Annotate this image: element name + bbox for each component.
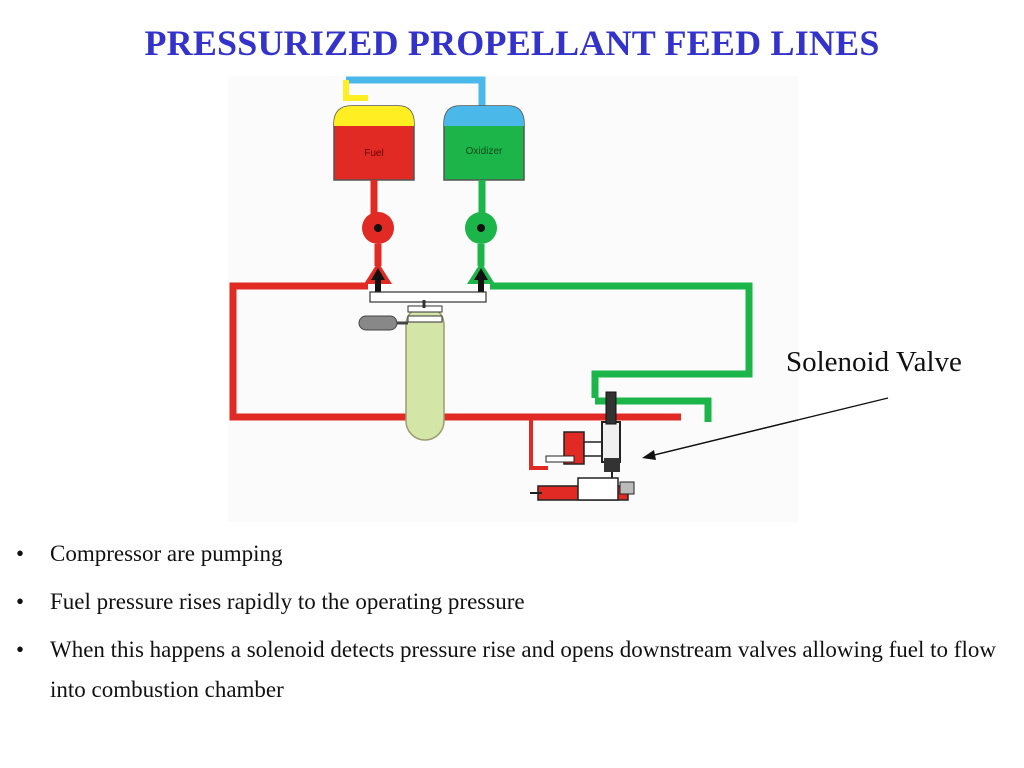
fuel-vent-line	[343, 80, 368, 101]
bullet-list: • Compressor are pumping • Fuel pressure…	[14, 534, 1004, 718]
fuel-pump	[362, 212, 394, 244]
oxidizer-check-valve-arrow	[467, 262, 495, 296]
bullet-item: • Compressor are pumping	[14, 534, 1004, 574]
solenoid-valve-assembly	[529, 391, 635, 501]
bullet-marker: •	[16, 589, 25, 614]
bullet-text: Fuel pressure rises rapidly to the opera…	[50, 589, 525, 614]
bullet-text: When this happens a solenoid detects pre…	[50, 637, 996, 702]
fuel-tank: Fuel	[333, 105, 415, 181]
fuel-check-valve-arrow	[364, 262, 392, 296]
callout-arrow	[645, 419, 798, 458]
oxidizer-tank-label: Oxidizer	[466, 146, 503, 157]
oxidizer-pump	[465, 212, 497, 244]
oxidizer-feed-line	[490, 282, 753, 398]
bullet-marker: •	[16, 637, 25, 662]
feed-line-diagram: Fuel Oxidizer	[228, 76, 798, 522]
pressurant-line	[346, 76, 486, 108]
accumulator	[358, 300, 445, 441]
oxidizer-tank: Oxidizer	[443, 105, 525, 181]
slide-title: PRESSURIZED PROPELLANT FEED LINES	[144, 23, 880, 63]
bullet-marker: •	[16, 541, 25, 566]
bullet-text: Compressor are pumping	[50, 541, 283, 566]
fuel-feed-line	[229, 282, 681, 421]
fuel-tank-label: Fuel	[364, 148, 383, 159]
manifold-bar	[369, 291, 487, 303]
bullet-item: • When this happens a solenoid detects p…	[14, 630, 1004, 710]
solenoid-valve-label: Solenoid Valve	[786, 346, 962, 378]
bullet-item: • Fuel pressure rises rapidly to the ope…	[14, 582, 1004, 622]
